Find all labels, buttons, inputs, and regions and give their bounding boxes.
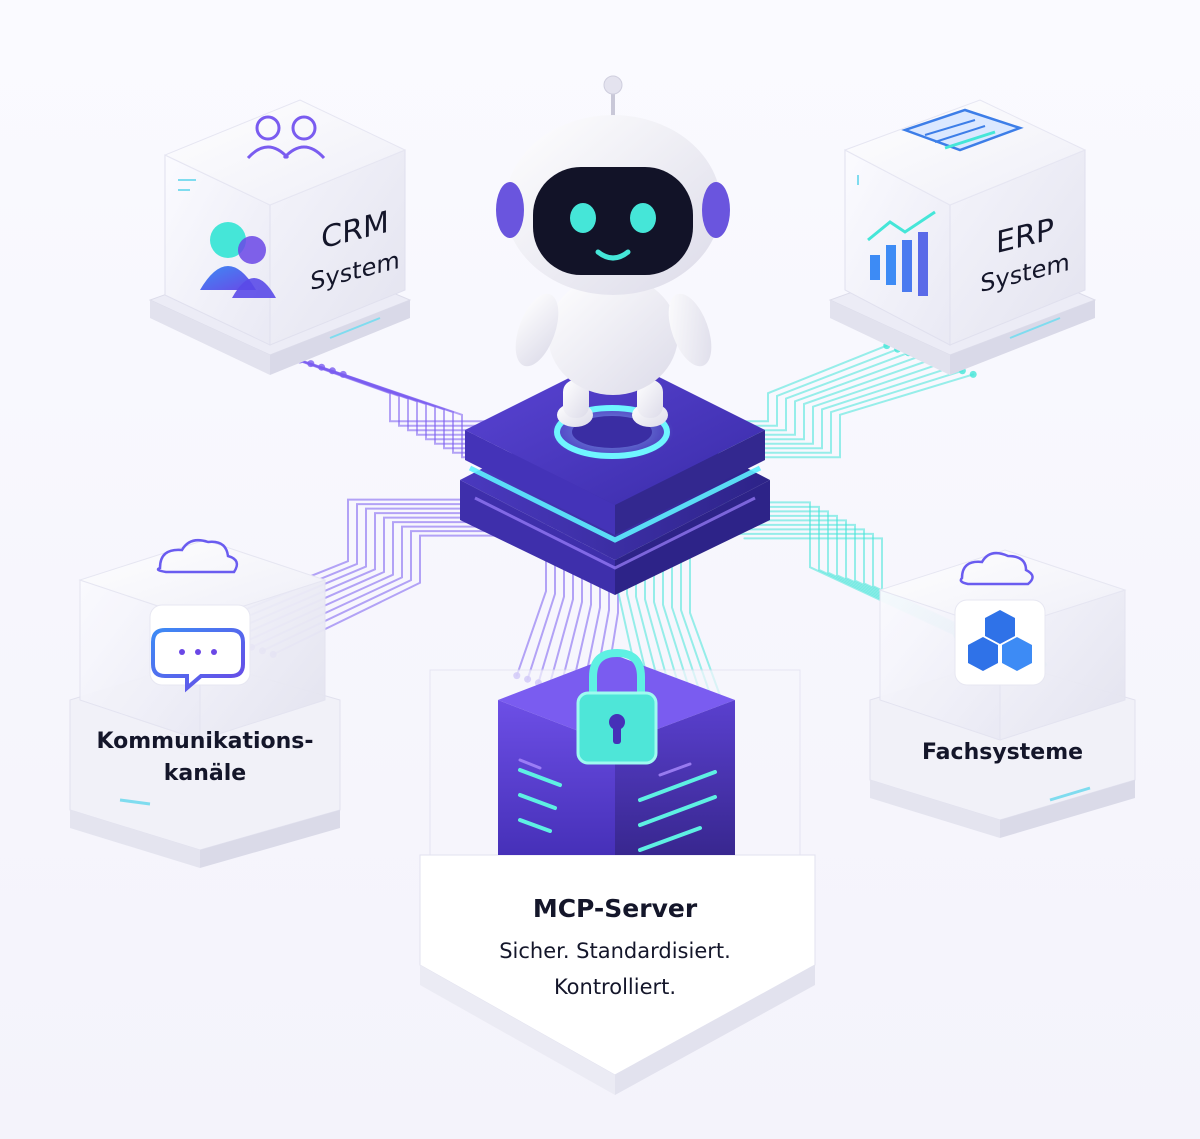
fachsysteme-title: Fachsysteme <box>921 740 1084 765</box>
crm-system-cube[interactable] <box>148 99 412 375</box>
cloud-icon <box>959 551 1034 586</box>
mcp-server-tagline-line1: Sicher. Standardisiert. <box>499 939 731 963</box>
document-icon <box>901 108 1024 152</box>
kommunikation-label-line2: kanäle <box>163 761 247 786</box>
kommunikation-label-line1: Kommunikations- <box>96 729 314 754</box>
chat-bubble-icon <box>149 604 251 693</box>
circuit-trace <box>713 366 953 450</box>
circuit-node <box>307 360 315 368</box>
padlock-icon <box>576 648 658 765</box>
mcp-server-title: MCP-Server <box>532 894 698 923</box>
bar-chart-icon <box>867 210 936 296</box>
person-icon <box>200 222 276 298</box>
circuit-node <box>318 363 326 371</box>
circuit-trace <box>250 525 519 649</box>
circuit-node <box>339 370 347 378</box>
circuit-trace <box>723 373 975 459</box>
erp-status-lines <box>857 175 1061 339</box>
cloud-network-icon <box>156 539 239 574</box>
cubes-icon <box>954 599 1046 686</box>
robot-icon <box>496 75 730 427</box>
fachsysteme-box[interactable] <box>869 549 1136 838</box>
circuit-trace <box>272 534 530 656</box>
mcp-server-panel[interactable] <box>419 648 816 1095</box>
crm-status-lines <box>178 179 381 339</box>
circuit-node <box>969 370 977 378</box>
circuit-node <box>328 367 336 375</box>
kommunikationskanaele-box[interactable] <box>69 539 341 868</box>
central-platform <box>460 355 770 595</box>
users-icon <box>246 115 326 160</box>
erp-system-cube[interactable] <box>828 99 1097 375</box>
circuit-trace <box>261 530 525 652</box>
circuit-trace <box>718 369 964 454</box>
mcp-server-tagline-line2: Kontrolliert. <box>553 975 677 999</box>
